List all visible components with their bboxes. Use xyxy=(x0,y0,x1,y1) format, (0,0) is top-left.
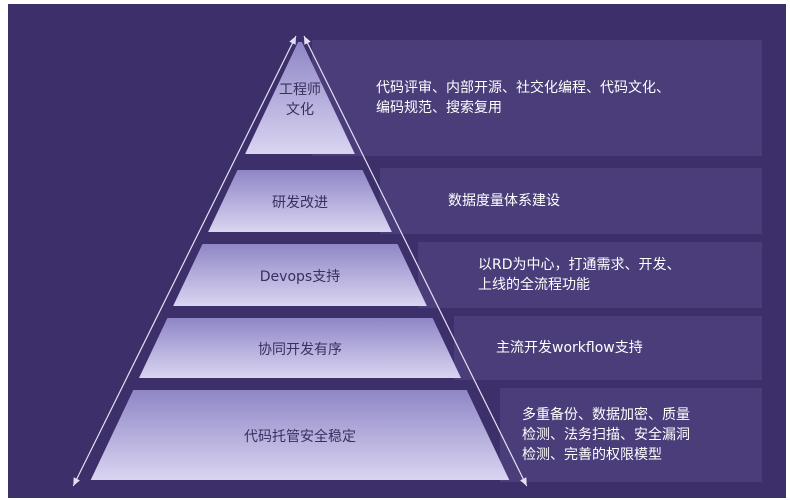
right-edge-arrow-line xyxy=(303,35,528,487)
left-edge-arrowhead-top xyxy=(289,36,296,45)
layer-label-collab-dev: 协同开发有序 xyxy=(220,340,380,360)
layer-description-rd-improvement: 数据度量体系建设 xyxy=(448,191,560,211)
description-line: 上线的全流程功能 xyxy=(478,277,590,293)
description-line: 检测、法务扫描、安全漏洞 xyxy=(522,427,690,443)
layer-label-engineer-culture: 工程师文化 xyxy=(220,80,380,120)
layer-description-collab-dev: 主流开发workflow支持 xyxy=(496,338,643,358)
description-band-code-hosting xyxy=(500,388,762,482)
layer-label-devops-support: Devops支持 xyxy=(220,267,380,287)
description-line: 以RD为中心，打通需求、开发、 xyxy=(478,257,681,273)
layer-label-line: 代码托管安全稳定 xyxy=(244,429,356,445)
left-edge-arrowhead-bottom xyxy=(73,477,80,486)
description-band-collab-dev xyxy=(454,316,762,380)
pyramid-layer-collab-dev xyxy=(139,318,461,378)
pyramid-arrows xyxy=(72,35,528,487)
description-line: 编码规范、搜索复用 xyxy=(376,100,502,116)
pyramid-layers xyxy=(90,42,510,480)
layer-description-devops-support: 以RD为中心，打通需求、开发、上线的全流程功能 xyxy=(478,255,681,295)
layer-description-code-hosting: 多重备份、数据加密、质量检测、法务扫描、安全漏洞检测、完善的权限模型 xyxy=(522,405,690,465)
pyramid-diagram: 工程师文化研发改进 Devops支持协同开发有序代码托管安全稳定 代码评审、内部开… xyxy=(8,4,786,498)
description-line: 代码评审、内部开源、社交化编程、代码文化、 xyxy=(376,80,670,96)
pyramid-graphic xyxy=(72,35,762,487)
right-edge-arrowhead-bottom xyxy=(520,477,527,486)
pyramid-layer-devops-support xyxy=(173,244,427,306)
layer-label-line: 文化 xyxy=(286,102,314,118)
layer-description-engineer-culture: 代码评审、内部开源、社交化编程、代码文化、编码规范、搜索复用 xyxy=(376,78,670,118)
description-line: 多重备份、数据加密、质量 xyxy=(522,407,690,423)
layer-label-line: 研发改进 xyxy=(272,195,328,211)
description-line: 检测、完善的权限模型 xyxy=(522,447,662,463)
layer-label-code-hosting: 代码托管安全稳定 xyxy=(220,427,380,447)
description-bands xyxy=(312,40,762,482)
description-band-engineer-culture xyxy=(312,40,762,156)
right-edge-arrowhead-top xyxy=(304,36,311,45)
layer-label-rd-improvement: 研发改进 xyxy=(220,193,380,213)
description-line: 主流开发workflow支持 xyxy=(496,340,643,356)
layer-label-line: 工程师 xyxy=(279,82,321,98)
left-edge-arrow-line xyxy=(72,35,297,487)
layer-label-line: 协同开发有序 xyxy=(258,342,342,358)
pyramid-layer-engineer-culture xyxy=(245,42,355,154)
pyramid-layer-code-hosting xyxy=(90,390,510,480)
layer-label-line: Devops支持 xyxy=(259,269,341,285)
description-line: 数据度量体系建设 xyxy=(448,193,560,209)
description-band-rd-improvement xyxy=(380,168,762,234)
description-band-devops-support xyxy=(418,242,762,308)
pyramid-layer-rd-improvement xyxy=(208,170,392,232)
